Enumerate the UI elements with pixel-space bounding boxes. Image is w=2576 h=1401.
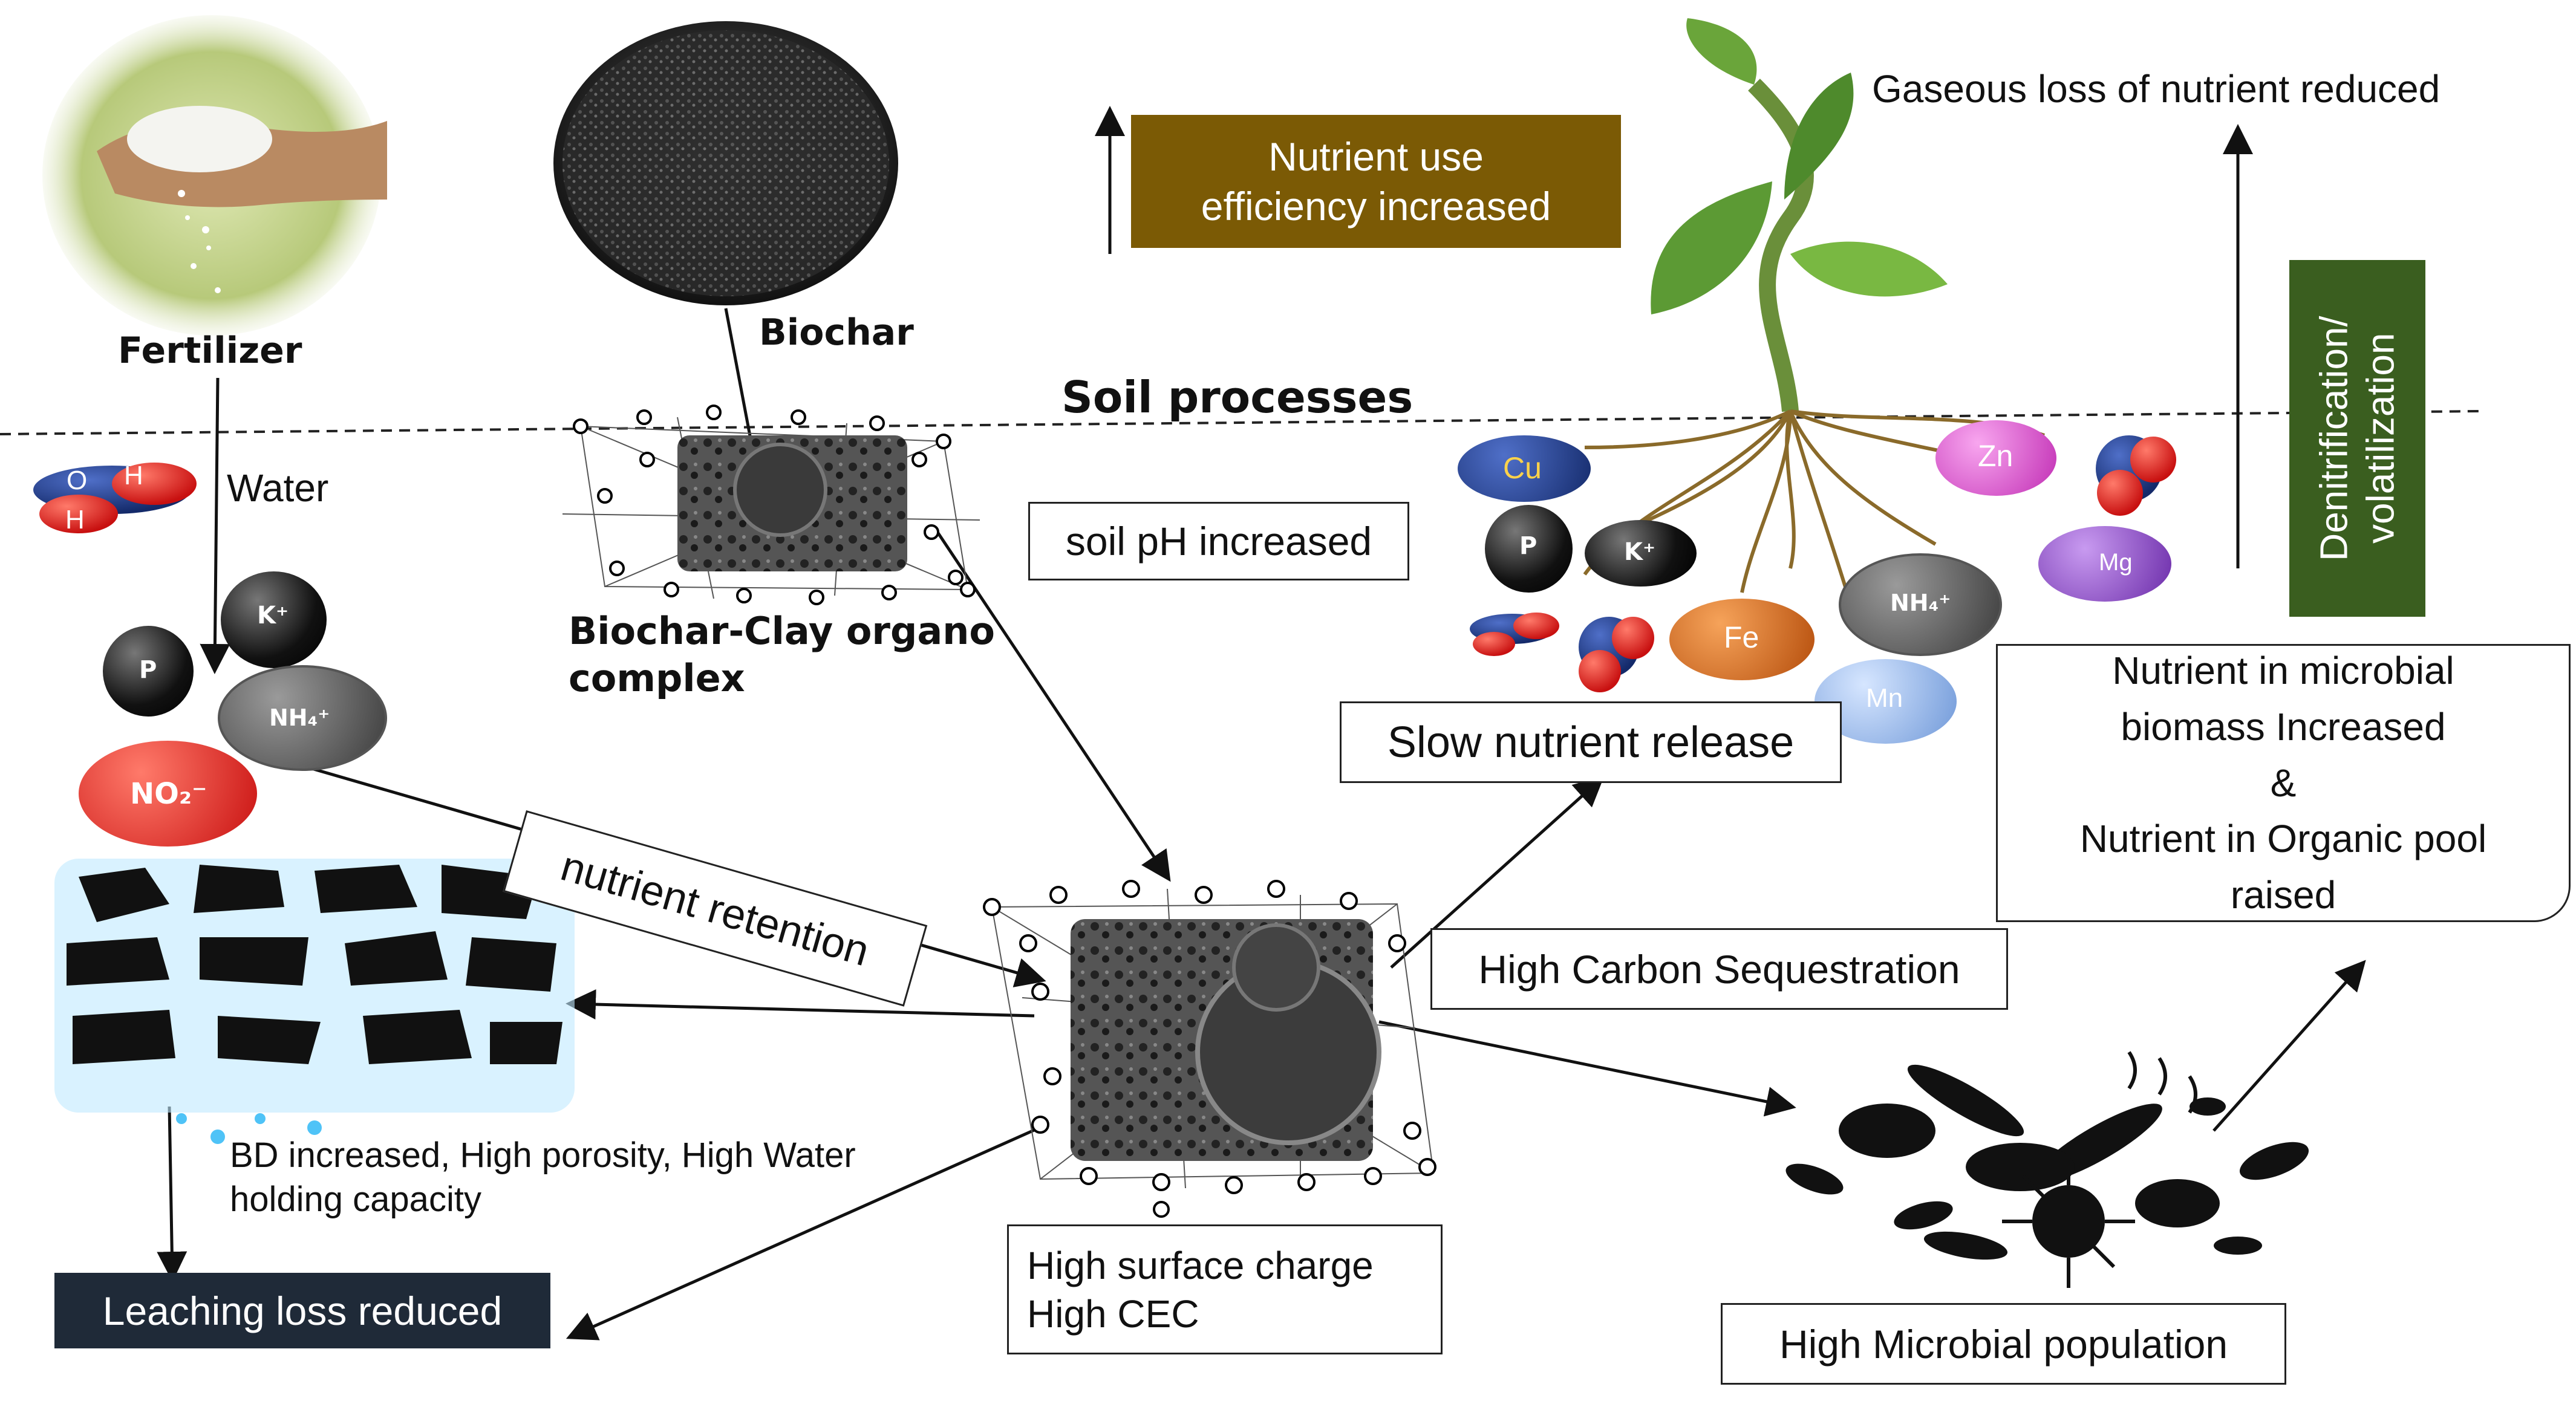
soil-surface-line bbox=[0, 410, 2480, 435]
soil-processes-label: Soil processes bbox=[1061, 372, 1414, 423]
water-molecule-icon bbox=[21, 457, 203, 541]
microbial-biomass-box: Nutrient in microbial biomass Increased … bbox=[1996, 644, 2571, 922]
plant-seedling-graphic bbox=[1651, 18, 1948, 412]
water-h-label: H bbox=[124, 461, 143, 490]
phosphorus-ion-icon bbox=[103, 626, 194, 717]
gaseous-loss-label: Gaseous loss of nutrient reduced bbox=[1872, 67, 2441, 111]
soil-aggregate-graphic bbox=[54, 859, 575, 1144]
potassium-ion-root-label: K⁺ bbox=[1624, 538, 1656, 566]
biochar-clay-complex-label: Biochar-Clay organo complex bbox=[569, 609, 995, 700]
denitrification-box: Denitrification/ volatilization bbox=[2289, 260, 2425, 617]
biochar-label: Biochar bbox=[759, 311, 914, 354]
copper-ion-label: Cu bbox=[1503, 451, 1542, 485]
ammonium-ion-root-label: NH₄⁺ bbox=[1890, 590, 1951, 616]
water-o-label: O bbox=[67, 466, 88, 495]
iron-ion-label: Fe bbox=[1724, 620, 1759, 654]
iron-ion-icon bbox=[1669, 599, 1815, 680]
microbes-graphic bbox=[1785, 1064, 2309, 1260]
microbial-population-box: High Microbial population bbox=[1721, 1303, 2286, 1385]
manganese-ion-label: Mn bbox=[1866, 683, 1903, 713]
fertilizer-image bbox=[42, 15, 387, 336]
magnesium-ion-icon bbox=[2038, 526, 2171, 602]
water-h2-label: H bbox=[65, 505, 85, 535]
ammonium-ion-label: NH₄⁺ bbox=[269, 704, 330, 731]
biochar-image bbox=[553, 21, 898, 305]
phosphorus-ion-root-icon bbox=[1485, 505, 1573, 593]
carbon-sequestration-box: High Carbon Sequestration bbox=[1430, 928, 2008, 1010]
fertilizer-label: Fertilizer bbox=[118, 330, 302, 372]
water-label: Water bbox=[227, 466, 329, 510]
leaching-loss-box: Leaching loss reduced bbox=[54, 1273, 550, 1348]
water-molecule-root-icon-3 bbox=[2081, 429, 2183, 520]
potassium-ion-root-icon bbox=[1585, 520, 1697, 587]
soil-ph-box: soil pH increased bbox=[1028, 502, 1409, 580]
magnesium-ion-label: Mg bbox=[2099, 549, 2133, 576]
potassium-ion-label: K⁺ bbox=[257, 602, 289, 629]
potassium-ion-icon bbox=[221, 571, 327, 668]
slow-nutrient-release-box: Slow nutrient release bbox=[1340, 701, 1842, 783]
nitrite-ion-label: NO₂⁻ bbox=[130, 777, 207, 811]
water-molecule-root-icon-2 bbox=[1567, 611, 1663, 695]
zinc-ion-label: Zn bbox=[1978, 439, 2014, 473]
biochar-sem-image-upper bbox=[677, 435, 907, 571]
biochar-sem-image-center bbox=[1071, 919, 1381, 1161]
surface-charge-cec-box: High surface charge High CEC bbox=[1007, 1224, 1443, 1354]
nutrient-use-efficiency-box: Nutrient use efficiency increased bbox=[1131, 115, 1621, 248]
nitrite-ion-icon bbox=[79, 741, 257, 847]
phosphorus-ion-label: P bbox=[139, 656, 157, 684]
zinc-ion-icon bbox=[1935, 420, 2056, 496]
bd-porosity-label: BD increased, High porosity, High Water … bbox=[230, 1136, 856, 1219]
copper-ion-icon bbox=[1458, 435, 1591, 502]
water-molecule-root-icon-1 bbox=[1464, 608, 1560, 659]
ammonium-ion-root-icon bbox=[1839, 553, 2002, 656]
phosphorus-ion-root-label: P bbox=[1519, 532, 1537, 560]
ammonium-ion-icon bbox=[218, 665, 387, 771]
